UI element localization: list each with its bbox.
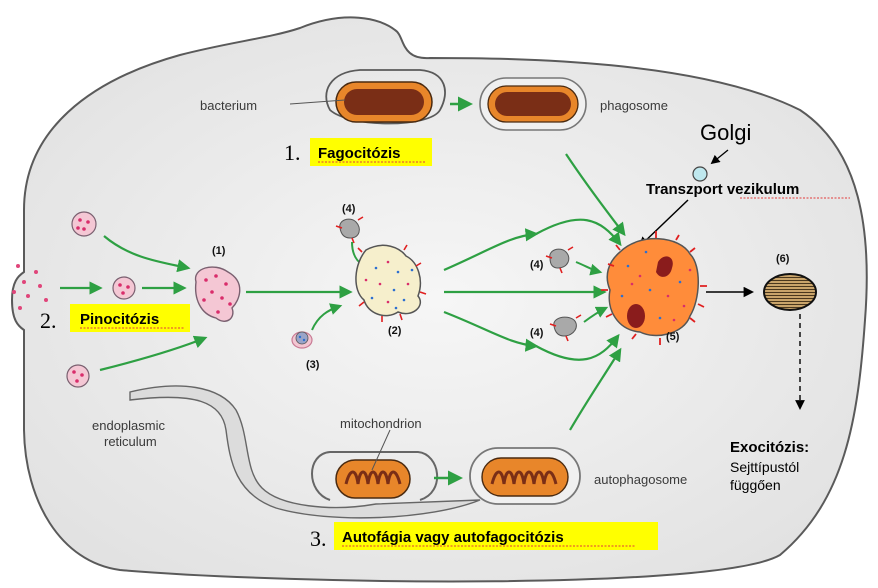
golgi-vesicle	[692, 166, 708, 182]
arrow-icon	[103, 235, 191, 273]
exocytosis-sub-line2: függően	[730, 477, 781, 493]
arrow-icon	[443, 228, 539, 272]
arrow-icon	[638, 199, 689, 248]
bacterium-label: bacterium	[200, 98, 257, 113]
arrow-icon	[443, 310, 539, 352]
arrow-icon	[535, 333, 620, 361]
residual-body	[763, 273, 817, 311]
pinocytic-vesicle	[66, 364, 90, 388]
exocytosis-sub-line1: Sejttípustól	[730, 459, 799, 475]
phagocytic-cup	[325, 69, 446, 125]
arrow-icon	[710, 149, 729, 165]
arrow-icon	[583, 306, 609, 323]
process-1-number: 1.	[284, 140, 301, 165]
autophagosome	[469, 447, 581, 505]
hydrolase-vesicle	[549, 314, 582, 342]
transport-vesicle-label: Transzport vezikulum	[646, 181, 799, 198]
pinocytic-vesicle	[71, 211, 97, 237]
pinocytic-dots	[12, 264, 48, 310]
process-1-name: Fagocitózis	[318, 145, 401, 162]
early-endosome	[194, 266, 241, 322]
step-2-label: (2)	[388, 325, 402, 337]
process-2-number: 2.	[40, 308, 57, 333]
arrow-icon	[99, 335, 208, 372]
late-endosome	[355, 244, 427, 322]
arrow-icon	[569, 347, 622, 431]
mitochondrion	[335, 459, 411, 499]
autophagosome-label: autophagosome	[594, 472, 687, 487]
step-5-label: (5)	[666, 331, 680, 343]
er-label-line1: endoplasmic	[92, 418, 165, 433]
process-3-highlight	[334, 522, 658, 550]
lysosome	[601, 231, 707, 345]
step-4-label-c: (4)	[530, 327, 544, 339]
arrow-icon	[575, 261, 603, 276]
phagosome	[479, 77, 587, 131]
step-4-label-b: (4)	[530, 259, 544, 271]
process-2-highlight	[70, 304, 190, 332]
endoplasmic-reticulum	[129, 385, 481, 519]
step-6-label: (6)	[776, 253, 790, 265]
step-1-label: (1)	[212, 245, 226, 257]
arrow-icon	[535, 218, 622, 247]
process-1-highlight	[310, 138, 432, 166]
step-3-label: (3)	[306, 359, 320, 371]
phagophore	[311, 451, 438, 501]
arrow-icon	[311, 303, 343, 331]
exocytosis-title: Exocitózis:	[730, 439, 809, 456]
process-3-name: Autofágia vagy autofagocitózis	[342, 529, 564, 546]
hydrolase-vesicle	[335, 216, 364, 244]
recycling-vesicle	[291, 331, 313, 349]
process-2-name: Pinocitózis	[80, 311, 159, 328]
process-3-number: 3.	[310, 526, 327, 551]
hydrolase-vesicle	[545, 246, 574, 274]
mitochondrion-label: mitochondrion	[340, 416, 422, 431]
step-4-label-a: (4)	[342, 203, 356, 215]
pinocytic-vesicle	[112, 276, 136, 300]
er-label-line2: reticulum	[104, 434, 157, 449]
arrow-icon	[565, 153, 626, 237]
golgi-label: Golgi	[700, 120, 751, 145]
bacterium	[335, 81, 433, 123]
cell-membrane	[10, 16, 868, 583]
phagosome-label: phagosome	[600, 98, 668, 113]
